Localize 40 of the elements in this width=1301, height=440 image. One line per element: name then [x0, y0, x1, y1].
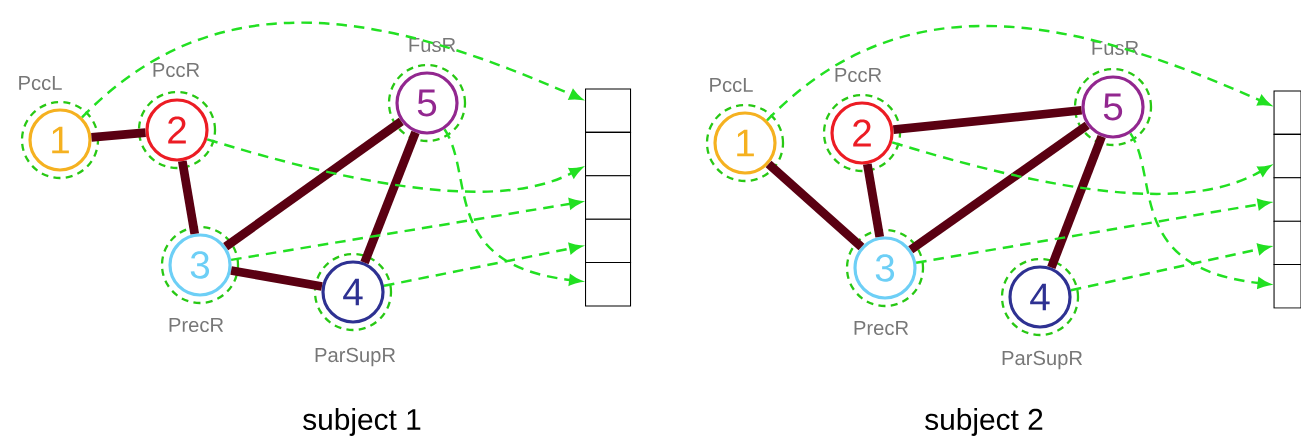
node-label: PccL — [19, 75, 62, 91]
arrow — [1070, 243, 1271, 292]
node-label: ParSupR — [315, 347, 396, 367]
circle-node: 3 — [845, 228, 925, 308]
vector-cell — [585, 88, 632, 133]
vector-cell — [1273, 264, 1301, 309]
node-label: ParSupR — [1002, 350, 1083, 370]
arrow — [766, 24, 1271, 122]
circle-node: 1 — [705, 103, 785, 183]
circle-node: 1 — [20, 100, 100, 180]
vector-cell — [585, 175, 632, 220]
connector-line — [1047, 134, 1106, 270]
connector-line — [91, 128, 146, 142]
subject-caption: subject 2 — [925, 408, 1043, 436]
vector-cell — [1273, 220, 1301, 266]
vector-cell — [1273, 177, 1301, 222]
arrow — [891, 141, 1271, 196]
node-label: PrecR — [169, 317, 224, 333]
node-label: PccL — [710, 77, 753, 93]
vector-cell — [1273, 90, 1301, 135]
vector-cell — [585, 131, 632, 177]
circle-node: 3 — [160, 225, 240, 305]
arrow — [915, 198, 1271, 264]
connector-line — [893, 105, 1083, 135]
connector-line — [765, 160, 865, 251]
connector-line — [230, 266, 323, 291]
circle-node: 4 — [313, 252, 393, 332]
vector-cell — [1273, 133, 1301, 179]
subject-caption: subject 1 — [303, 408, 421, 436]
connector-line — [908, 121, 1090, 254]
node-label: PccR — [835, 67, 882, 83]
connector-line — [863, 163, 885, 238]
connector-line — [177, 160, 200, 235]
circle-node: 2 — [822, 93, 902, 173]
circle-node: 4 — [1000, 257, 1080, 337]
arrow — [1129, 132, 1271, 289]
node-label: PrecR — [854, 320, 909, 336]
vector-cell — [585, 262, 632, 307]
circle-node: 5 — [1073, 67, 1153, 147]
vector-cell — [585, 218, 632, 264]
